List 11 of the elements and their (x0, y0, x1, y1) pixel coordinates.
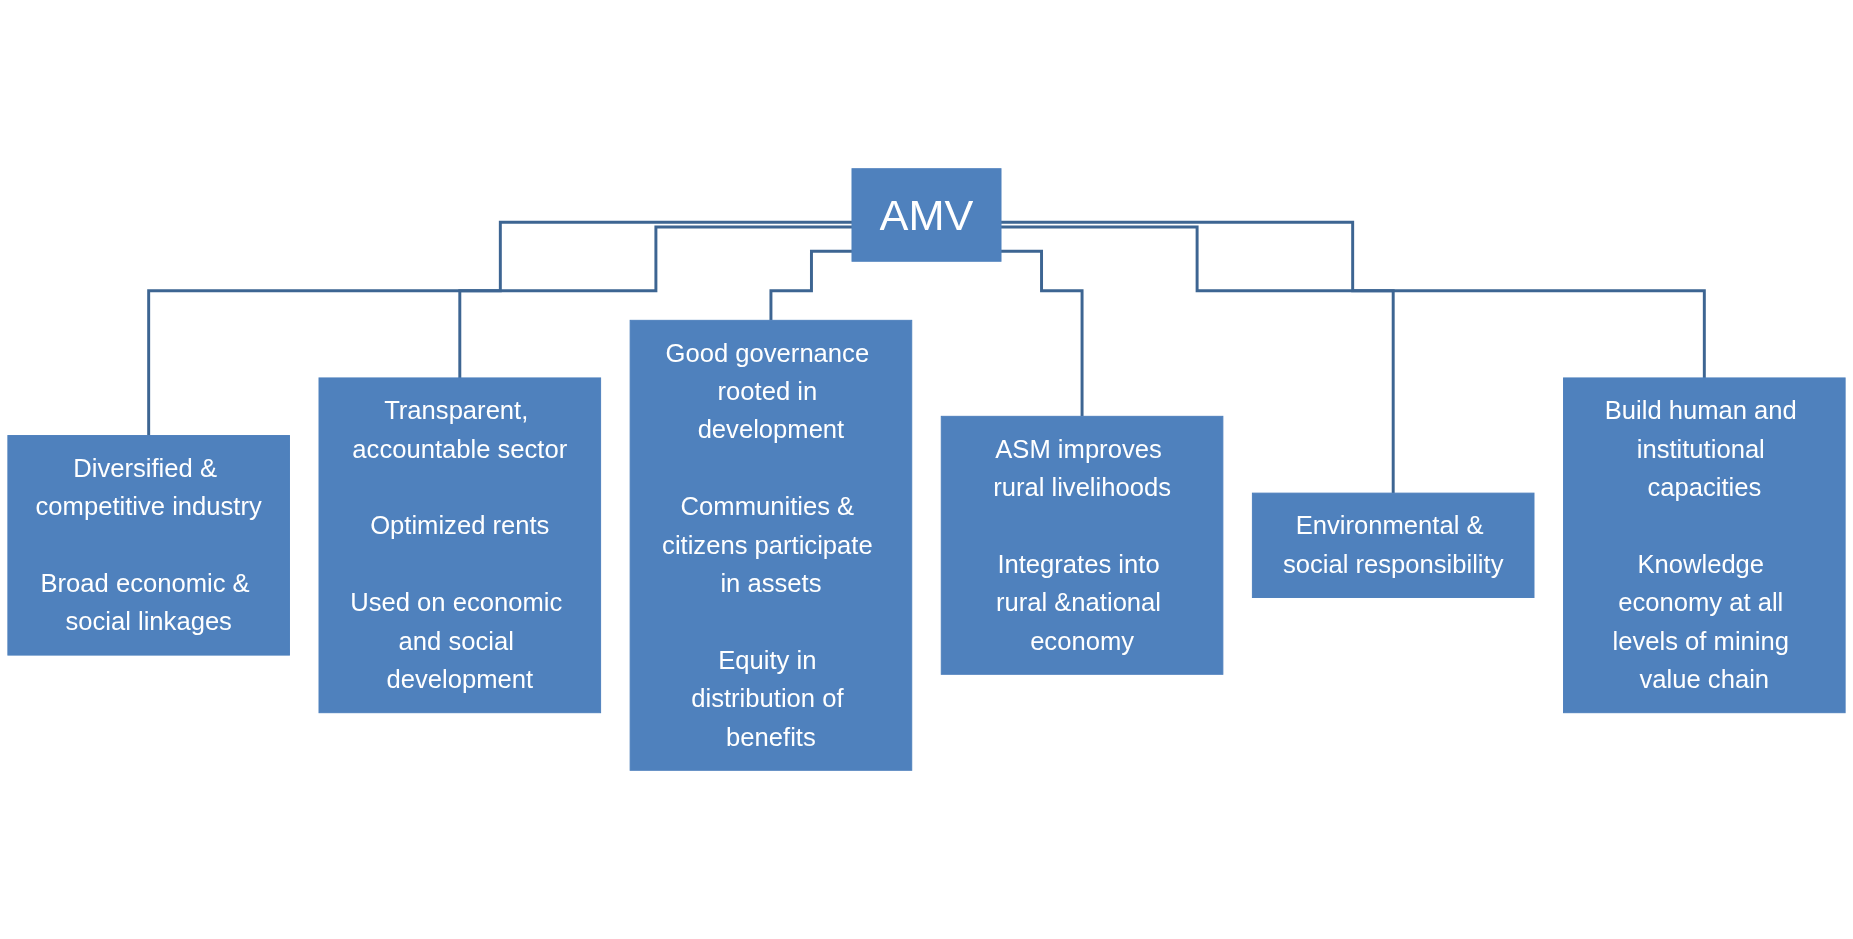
node-box: Build human and institutional capacities Knowledge economy at all levels of mining value chain (1563, 377, 1846, 714)
node-box: Environmental & social responsibility (1251, 492, 1535, 598)
connector (769, 249, 852, 322)
node-box: Transparent, accountable sector Optimized rents Used on economic and social development (318, 377, 602, 714)
node-box: Diversified & competitive industry Broad economic & social linkages (7, 435, 290, 656)
node-box: AMV (851, 168, 1002, 262)
connector (1001, 249, 1084, 418)
node-box: Good governance rooted in development Communities & citizens participate in assets Equity in distribution of benefits (629, 319, 913, 771)
connector (1001, 225, 1395, 495)
node-box: ASM improves rural livelihoods Integrates into rural &national economy (940, 415, 1224, 675)
connector (147, 220, 852, 437)
